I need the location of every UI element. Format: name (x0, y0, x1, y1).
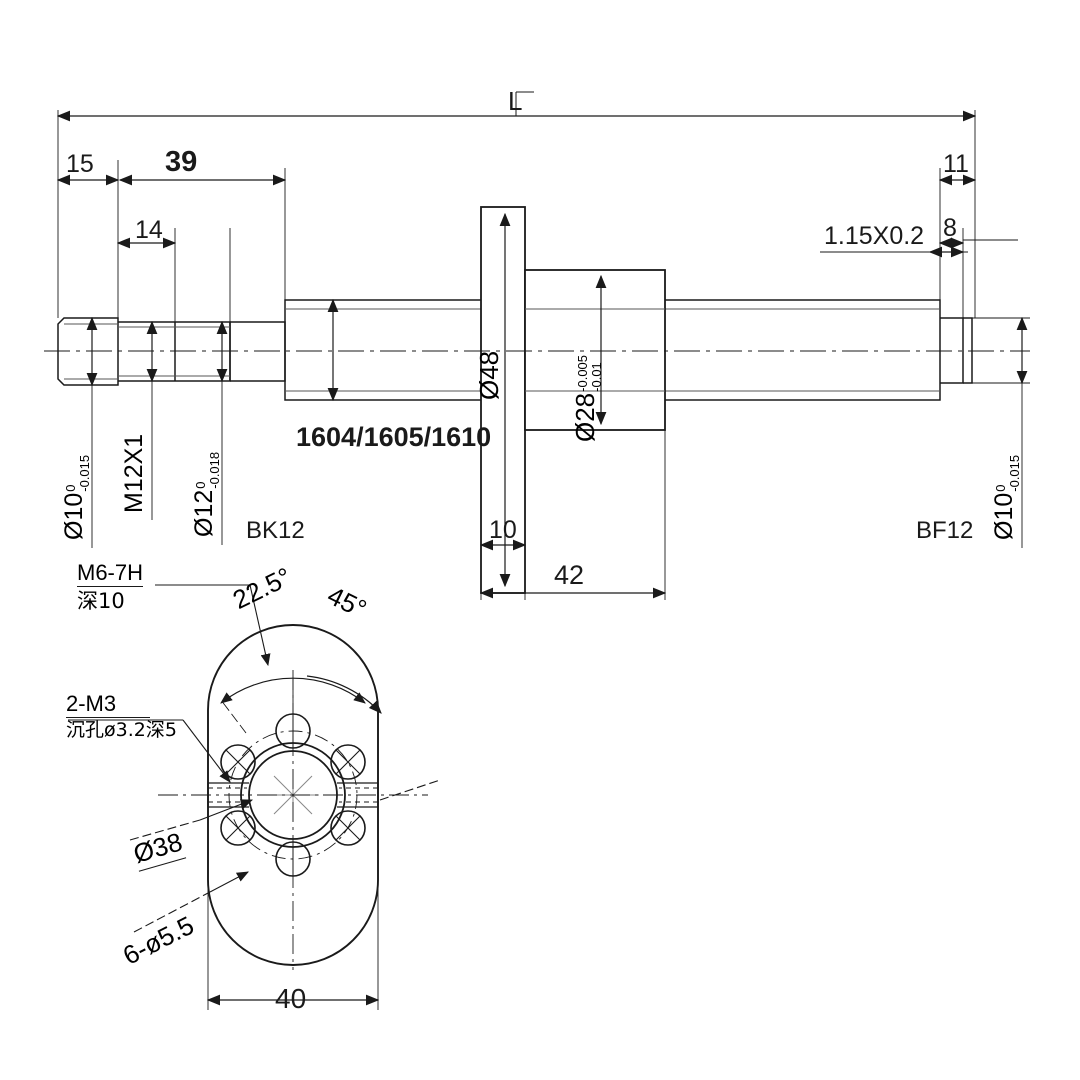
leader-chamfer (820, 239, 1018, 258)
support-unit-bk12-label: BK12 (246, 517, 305, 544)
dia12-upper: 0 (193, 481, 209, 489)
dia10-left-upper: 0 (63, 484, 79, 492)
angle-45-arrow (306, 675, 382, 714)
dia10-right-base: Ø10 (990, 492, 1018, 540)
counterbore-note-line1: 2-M3 (66, 691, 151, 719)
dim-label-overall-L: L (508, 86, 523, 116)
tapped-hole-note-line1: M6-7H (77, 560, 144, 588)
dia28-lower: -0.01 (588, 362, 604, 392)
ball-nut-inner-lines (525, 308, 665, 392)
dim-label-10: 10 (489, 516, 517, 544)
dim-label-39: 39 (165, 146, 198, 178)
dia12-group: Ø12 0 -0.018 (190, 451, 222, 537)
dim-label-8: 8 (943, 214, 957, 242)
flange-width-ext (207, 880, 379, 1010)
dim-overall-L (56, 91, 977, 122)
dia10-left-group: Ø10 0 -0.015 (60, 454, 92, 540)
flange-leaders (68, 584, 441, 933)
dim-label-15: 15 (66, 150, 94, 178)
tapped-hole-note-line2: 深10 (77, 589, 125, 614)
dia12-lower: -0.018 (206, 451, 222, 489)
counterbore-note-line2: 沉孔ø3.2深5 (66, 719, 177, 742)
screw-lead-spec-label: 1604/1605/1610 (296, 422, 492, 452)
flange-geometry (158, 624, 428, 1010)
dia28-base: Ø28 (570, 392, 600, 442)
dim-label-42: 42 (554, 560, 585, 590)
dim-label-11: 11 (943, 150, 969, 178)
dia10-left-base: Ø10 (60, 492, 88, 540)
shaft-outline (57, 299, 973, 401)
dim-dia10-right (972, 316, 1030, 548)
counterbore-note-group: 2-M3 沉孔ø3.2深5 (66, 691, 177, 742)
dia12-base: Ø12 (190, 489, 218, 537)
side-slots (207, 782, 379, 808)
dia10-left-lower: -0.015 (76, 454, 92, 492)
dia48-label: Ø48 (474, 350, 504, 400)
chamfer-note-label: 1.15X0.2 (824, 222, 925, 250)
flange-center-lines (158, 670, 428, 970)
tapped-hole-note-group: M6-7H 深10 (77, 560, 144, 614)
support-unit-bf12-label: BF12 (916, 517, 974, 544)
dia10-right-group: Ø10 0 -0.015 (990, 454, 1022, 540)
dia10-right-lower: -0.015 (1006, 454, 1022, 492)
flange-width-label: 40 (275, 983, 307, 1014)
dim-label-14: 14 (135, 216, 163, 244)
dia10-right-upper: 0 (993, 484, 1009, 492)
dia28-group: Ø28 -0.005 -0.01 (570, 354, 604, 442)
dia28-upper: -0.005 (575, 354, 591, 392)
angle-arc (220, 677, 366, 734)
thread-spec-label: M12X1 (120, 433, 148, 513)
